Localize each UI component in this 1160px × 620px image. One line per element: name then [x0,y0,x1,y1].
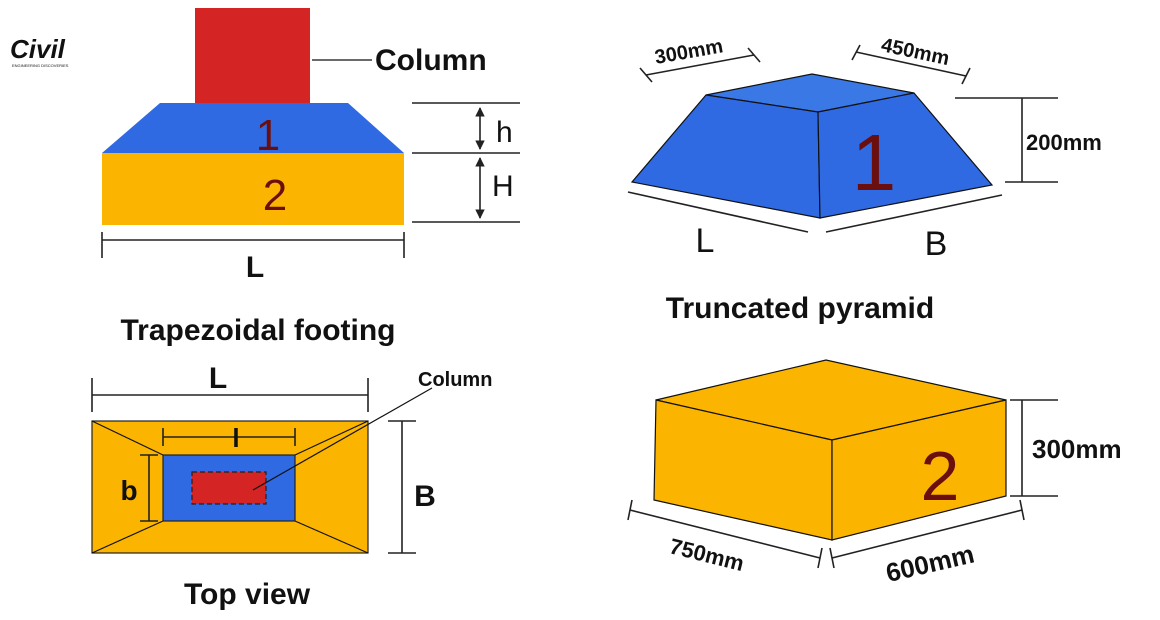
pyr-B-dimension-line [825,194,1003,233]
H-label: H [492,170,514,203]
top-corner-line [91,420,164,456]
pyr-450-dimension-line [855,51,967,77]
column-shape [195,8,310,104]
top-corner-line [294,520,369,554]
box-600-label: 600mm [883,539,977,588]
pyr-L-dimension-line [627,191,809,233]
box-750-dimension-line [629,509,821,559]
pyr-300-dimension-line [645,54,755,76]
top-corner-line [91,520,164,554]
box-600-tick [829,547,835,569]
box-600-dimension-line [831,509,1023,559]
rectangular-box: 2 300mm 750mm 600mm [627,359,1122,588]
top-corner-line [294,420,369,456]
rectangle-part-2 [102,153,404,225]
trapezoidal-footing-caption: Trapezoidal footing [121,314,396,347]
box-750-label: 750mm [667,533,747,576]
box-600-tick [1019,499,1025,521]
l-label: l [232,423,239,453]
truncated-pyramid: 1 300mm 450mm 200mm L B Truncated pyrami… [627,34,1102,325]
B-label: B [414,480,436,513]
box-number: 2 [921,437,960,515]
pyr-300-label: 300mm [653,35,725,69]
top-column-rectangle [191,471,267,505]
top-L-label: L [209,362,227,395]
logo: Civil ENGINEERING DISCOVERIES [10,34,69,68]
box-300-label: 300mm [1032,434,1122,464]
front-view: Column 1 2 h H L Trapezoidal footing [101,8,520,347]
box-750-tick [627,499,633,521]
b-label: b [120,475,137,506]
pyr-B-label: B [925,225,948,263]
pyramid-number: 1 [852,118,897,207]
part-1-number: 1 [256,111,280,160]
pyr-L-label: L [696,222,715,260]
truncated-pyramid-caption: Truncated pyramid [666,292,934,325]
L-label: L [246,251,264,284]
top-column-leader [252,387,433,491]
box-side-face [831,399,1007,541]
part-2-number: 2 [263,171,287,220]
column-label: Column [375,44,487,77]
pyr-200-label: 200mm [1026,130,1102,155]
top-view: L l b B Column Top view [91,362,492,611]
top-view-caption: Top view [184,578,311,611]
h-label: h [496,116,513,149]
trapezoid-part-1 [102,103,404,153]
logo-subtext: ENGINEERING DISCOVERIES [12,63,69,68]
top-column-label: Column [418,369,492,391]
box-750-tick [817,547,823,569]
logo-text: Civil [10,34,66,64]
pyramid-right-face [817,92,994,219]
